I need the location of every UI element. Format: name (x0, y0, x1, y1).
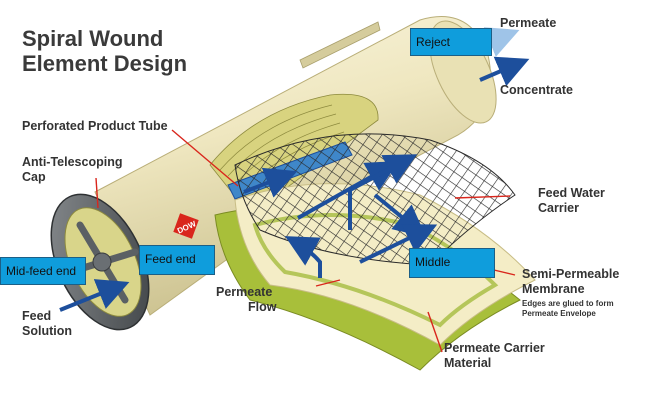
reject-callout: Reject (410, 28, 492, 56)
diagram-title: Spiral Wound Element Design (22, 26, 187, 76)
feed-water-carrier-mesh (234, 133, 516, 266)
permeate-flow-arrow (285, 236, 322, 278)
feed-water-carrier-label-1: Feed Water (538, 186, 605, 200)
mid-feed-end-callout: Mid-feed end (0, 257, 86, 285)
middle-callout: Middle (409, 248, 495, 278)
membrane-label-2: Membrane (522, 282, 585, 296)
title-line-1: Spiral Wound (22, 26, 164, 51)
tube-slot (299, 21, 381, 69)
feed-solution-label-1: Feed (22, 309, 52, 323)
permeate-flow-label-2: Flow (248, 300, 277, 314)
anti-telescoping-label-1: Anti-Telescoping (22, 155, 123, 169)
concentrate-arrow (479, 56, 530, 87)
feed-solution-label-2: Solution (22, 324, 72, 338)
feed-flow-arrow-2 (348, 154, 418, 230)
concentrate-label: Concentrate (500, 83, 573, 97)
permeate-label: Permeate (500, 16, 557, 30)
feed-solution-arrow (59, 279, 130, 312)
title-line-2: Element Design (22, 51, 188, 76)
flow-arrows (59, 56, 530, 312)
feed-end-callout: Feed end (139, 245, 215, 275)
dow-logo (173, 213, 199, 239)
carrier-material-label-2: Material (444, 356, 492, 370)
product-tube-arrow (243, 167, 298, 198)
anti-telescoping-label-2: Cap (22, 170, 46, 184)
permeate-flow-label-1: Permeate (216, 285, 273, 299)
perforated-tube-label: Perforated Product Tube (22, 119, 168, 133)
membrane-note-1: Edges are glued to form (522, 299, 614, 308)
cap-hub (92, 252, 112, 272)
carrier-material-label-1: Permeate Carrier (444, 341, 545, 355)
feed-flow-arrow-4 (359, 224, 438, 264)
membrane-note-2: Permeate Envelope (522, 309, 596, 318)
feed-water-carrier-label-2: Carrier (538, 201, 579, 215)
membrane-label-1: Semi-Permeable (522, 267, 620, 281)
